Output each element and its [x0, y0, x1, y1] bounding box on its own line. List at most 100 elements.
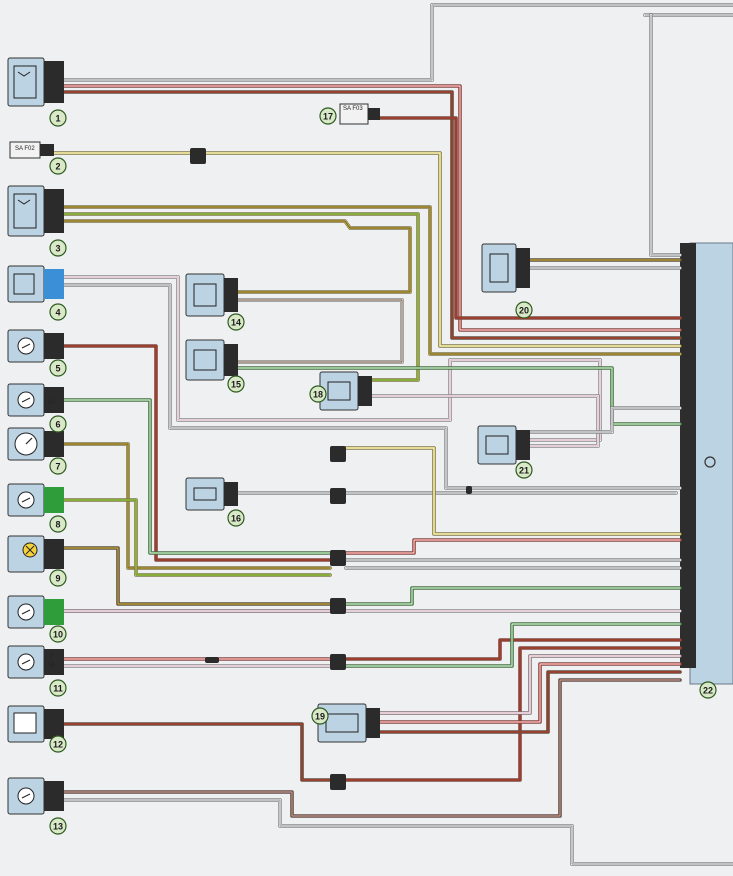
- badge-circle: [49, 415, 67, 433]
- badge-2: 2: [49, 157, 67, 175]
- badge-number: 6: [55, 420, 60, 430]
- wire-13-b-tracer: [63, 799, 733, 865]
- badge-circle: [49, 239, 67, 257]
- connector-plug: [224, 344, 238, 376]
- wire-13-a-tracer: [63, 679, 681, 817]
- wire-7-yellow-tracer: [63, 443, 331, 569]
- component-4: [7, 265, 64, 303]
- socket-icon: [193, 349, 217, 371]
- badge-8: 8: [49, 515, 67, 533]
- socket-icon: [13, 273, 35, 295]
- component-body: [481, 243, 517, 293]
- badge-number: 10: [53, 630, 63, 640]
- inline-connector: [466, 486, 472, 494]
- badge-6: 6: [49, 415, 67, 433]
- badge-15: 15: [227, 375, 245, 393]
- badge-circle: [699, 681, 717, 699]
- badge-10: 10: [49, 625, 67, 643]
- connector-plug: [358, 376, 372, 406]
- sensor-mark: [21, 343, 31, 349]
- component-13: [7, 777, 64, 815]
- wire-2-yellow-tracer: [53, 152, 681, 347]
- badge-circle: [49, 457, 67, 475]
- connector-plug: [224, 482, 238, 506]
- wire-6-green-tracer: [63, 399, 331, 554]
- badge-circle: [49, 515, 67, 533]
- component-21: [477, 425, 530, 465]
- connector-plug: [44, 431, 64, 457]
- socket-icon: [325, 713, 359, 733]
- component-11: [7, 645, 64, 679]
- component-10: [7, 595, 64, 629]
- component-body: [7, 57, 45, 107]
- badge-19: 19: [311, 707, 329, 725]
- badge-16: 16: [227, 509, 245, 527]
- motor-icon: [13, 712, 37, 734]
- badge-circle: [227, 375, 245, 393]
- badge-circle: [49, 157, 67, 175]
- connector-plug: [368, 108, 380, 120]
- component-6: [7, 383, 64, 417]
- inline-connector: [330, 598, 346, 614]
- relay-switch: [17, 71, 31, 77]
- wire-19-c-tracer: [379, 671, 681, 733]
- relay-switch: [17, 199, 31, 205]
- green-connector: [44, 487, 64, 513]
- component-body: [185, 339, 225, 381]
- connector-plug: [516, 248, 530, 288]
- relay-icon: [13, 65, 37, 99]
- badge-number: 4: [55, 308, 60, 318]
- connector-plug: [44, 387, 64, 413]
- lamp-cross: [25, 545, 35, 555]
- ecu-ground-symbol: [704, 456, 716, 468]
- badge-number: 20: [519, 306, 529, 316]
- ecu-connector-strip: [680, 243, 696, 668]
- sensor-mark: [21, 397, 31, 403]
- blue-connector: [44, 269, 64, 299]
- wire-4-ecu-tracer: [63, 284, 681, 489]
- badge-number: 16: [231, 514, 241, 524]
- badge-circle: [311, 707, 329, 725]
- wire-9-tracer: [63, 547, 331, 605]
- wire-3-18-tracer: [63, 213, 419, 381]
- connector-plug: [40, 144, 54, 156]
- badge-circle: [319, 107, 337, 125]
- badge-circle: [515, 301, 533, 319]
- connector-plug: [44, 61, 64, 103]
- component-18: [319, 371, 372, 411]
- wire-3-14-tracer: [63, 220, 411, 293]
- badge-1: 1: [49, 109, 67, 127]
- connector-plug: [44, 781, 64, 811]
- badge-21: 21: [515, 461, 533, 479]
- wire-top-grey-tracer: [63, 4, 733, 81]
- component-body: [185, 273, 225, 317]
- badge-number: 18: [313, 390, 323, 400]
- connector-plug: [516, 430, 530, 460]
- wire-21-ecu-tracer: [529, 407, 681, 433]
- badge-circle: [49, 625, 67, 643]
- inline-connector: [190, 148, 206, 164]
- component-body: [7, 265, 45, 303]
- badge-number: 3: [55, 244, 60, 254]
- component-1: [7, 57, 64, 107]
- badge-18: 18: [309, 385, 327, 403]
- green-connector: [44, 599, 64, 625]
- badge-number: 21: [519, 466, 529, 476]
- wire-1-red-tracer: [63, 85, 681, 331]
- inline-connector: [330, 550, 346, 566]
- component-9: [7, 535, 64, 573]
- wire-20-feed-tracer: [650, 14, 681, 256]
- socket-icon: [489, 253, 509, 283]
- sensor-mark: [21, 793, 31, 799]
- component-5: [7, 329, 64, 363]
- component-8: [7, 483, 64, 517]
- socket-icon: [193, 283, 217, 307]
- connector-plug: [44, 709, 64, 739]
- fuse-label-f02: SA F02: [15, 146, 35, 152]
- badge-circle: [49, 303, 67, 321]
- badge-number: 8: [55, 520, 60, 530]
- component-15: [185, 339, 238, 381]
- badge-number: 9: [55, 574, 60, 584]
